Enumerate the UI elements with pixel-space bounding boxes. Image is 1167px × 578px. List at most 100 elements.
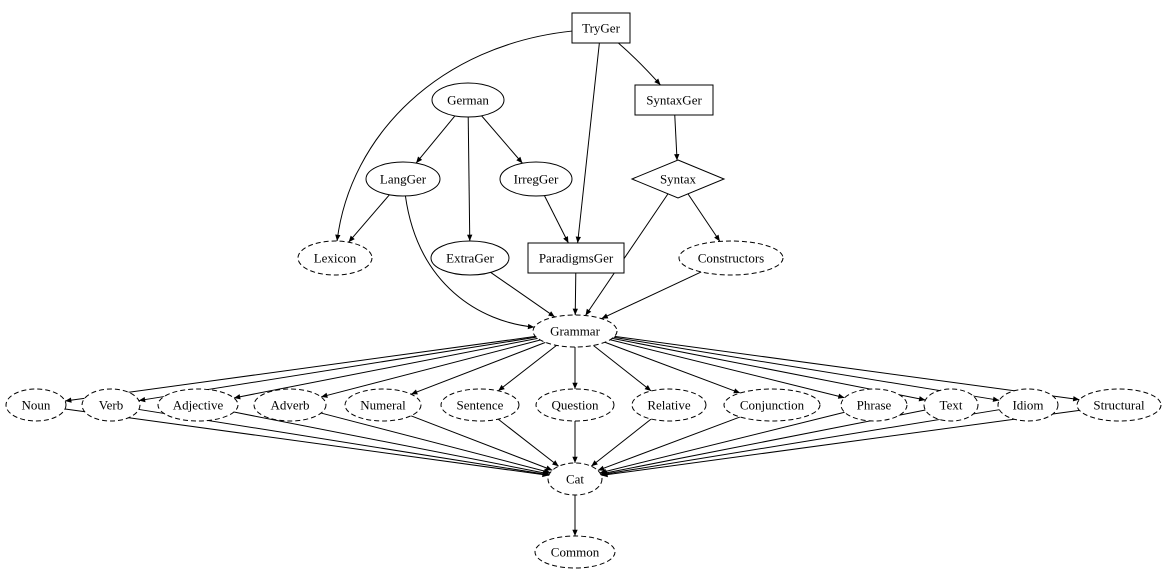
box-shape bbox=[571, 12, 631, 44]
edge-grammar-sentence bbox=[497, 344, 557, 392]
node-label: Constructors bbox=[698, 251, 764, 266]
node-question: Question bbox=[535, 388, 615, 422]
node-label: Structural bbox=[1093, 398, 1145, 413]
node-label: German bbox=[447, 93, 489, 108]
edge-grammar-phrase bbox=[610, 339, 845, 399]
edge-grammar-numeral bbox=[410, 341, 546, 395]
node-adjective: Adjective bbox=[157, 388, 239, 422]
node-tryger: TryGer bbox=[571, 12, 631, 44]
ellipse-shape bbox=[535, 388, 615, 422]
node-grammar: Grammar bbox=[532, 314, 618, 348]
node-label: ParadigmsGer bbox=[539, 251, 614, 266]
node-label: SyntaxGer bbox=[646, 93, 702, 108]
node-label: Verb bbox=[99, 398, 124, 413]
node-label: LangGer bbox=[380, 172, 427, 187]
edge-tryger-syntaxger bbox=[618, 42, 661, 86]
ellipse-shape bbox=[5, 388, 67, 422]
node-irregger: IrregGer bbox=[499, 161, 573, 197]
edge-noun-cat bbox=[64, 408, 549, 478]
node-label: Sentence bbox=[457, 398, 504, 413]
edge-conjunction-cat bbox=[597, 416, 741, 471]
edge-constructors-grammar bbox=[601, 271, 702, 320]
node-langger: LangGer bbox=[365, 161, 441, 197]
ellipse-shape bbox=[431, 82, 505, 118]
node-conjunction: Conjunction bbox=[723, 388, 821, 422]
ellipse-shape bbox=[430, 240, 510, 276]
edge-adjective-cat bbox=[233, 411, 550, 476]
node-constructors: Constructors bbox=[678, 240, 784, 276]
edge-syntaxger-syntax bbox=[674, 114, 680, 161]
ellipse-shape bbox=[532, 314, 618, 348]
node-syntax: Syntax bbox=[630, 159, 726, 199]
ellipse-shape bbox=[631, 388, 707, 422]
box-shape bbox=[527, 242, 625, 274]
node-relative: Relative bbox=[631, 388, 707, 422]
ellipse-shape bbox=[723, 388, 821, 422]
node-label: Question bbox=[552, 398, 599, 413]
ellipse-shape bbox=[678, 240, 784, 276]
node-label: IrregGer bbox=[514, 172, 559, 187]
node-label: Grammar bbox=[550, 324, 600, 339]
edge-german-irregger bbox=[481, 115, 523, 164]
node-extrager: ExtraGer bbox=[430, 240, 510, 276]
edge-irregger-paradigmsger bbox=[543, 195, 569, 244]
node-sentence: Sentence bbox=[440, 388, 520, 422]
edge-grammar-structural bbox=[614, 335, 1080, 402]
node-paradigmsger: ParadigmsGer bbox=[527, 242, 625, 274]
ellipse-shape bbox=[365, 161, 441, 197]
edge-idiom-cat bbox=[600, 409, 1000, 477]
node-label: Syntax bbox=[660, 172, 697, 187]
node-verb: Verb bbox=[81, 388, 141, 422]
node-noun: Noun bbox=[5, 388, 67, 422]
ellipse-shape bbox=[344, 388, 422, 422]
edge-grammar-noun bbox=[64, 335, 536, 403]
node-structural: Structural bbox=[1076, 388, 1162, 422]
ellipse-shape bbox=[923, 388, 979, 422]
node-common: Common bbox=[534, 535, 616, 569]
node-numeral: Numeral bbox=[344, 388, 422, 422]
ellipse-shape bbox=[1076, 388, 1162, 422]
node-label: Adverb bbox=[271, 398, 310, 413]
node-label: Phrase bbox=[857, 398, 892, 413]
node-cat: Cat bbox=[547, 462, 603, 496]
edge-structural-cat bbox=[601, 409, 1080, 478]
edge-tryger-lexicon bbox=[335, 30, 573, 242]
ellipse-shape bbox=[157, 388, 239, 422]
node-label: Numeral bbox=[360, 398, 406, 413]
ellipse-shape bbox=[81, 388, 141, 422]
edge-german-langger bbox=[415, 115, 456, 164]
edge-grammar-idiom bbox=[613, 336, 1000, 402]
edge-grammar-conjunction bbox=[604, 341, 741, 394]
box-shape bbox=[634, 84, 714, 116]
edge-paradigmsger-grammar bbox=[572, 272, 578, 316]
node-label: Idiom bbox=[1012, 398, 1043, 413]
edge-langger-grammar bbox=[404, 195, 535, 330]
edge-sentence-cat bbox=[497, 418, 559, 467]
edge-german-extrager bbox=[467, 116, 473, 242]
ellipse-shape bbox=[499, 161, 573, 197]
node-label: ExtraGer bbox=[446, 251, 494, 266]
ellipse-shape bbox=[534, 535, 616, 569]
node-label: Text bbox=[940, 398, 963, 413]
node-label: Adjective bbox=[173, 398, 224, 413]
ellipse-shape bbox=[997, 388, 1059, 422]
edge-phrase-cat bbox=[599, 411, 845, 474]
ellipse-shape bbox=[297, 240, 373, 276]
node-adverb: Adverb bbox=[253, 388, 327, 422]
node-label: Common bbox=[551, 545, 600, 560]
edge-langger-lexicon bbox=[348, 194, 390, 243]
ellipse-shape bbox=[547, 462, 603, 496]
diamond-shape bbox=[630, 159, 726, 199]
node-syntaxger: SyntaxGer bbox=[634, 84, 714, 116]
node-phrase: Phrase bbox=[840, 388, 908, 422]
edge-grammar-adverb bbox=[320, 339, 541, 398]
ellipse-shape bbox=[840, 388, 908, 422]
node-label: TryGer bbox=[582, 21, 620, 36]
edge-grammar-adjective bbox=[233, 337, 538, 400]
node-label: Cat bbox=[566, 472, 584, 487]
node-text: Text bbox=[923, 388, 979, 422]
node-lexicon: Lexicon bbox=[297, 240, 373, 276]
edge-relative-cat bbox=[590, 418, 652, 467]
